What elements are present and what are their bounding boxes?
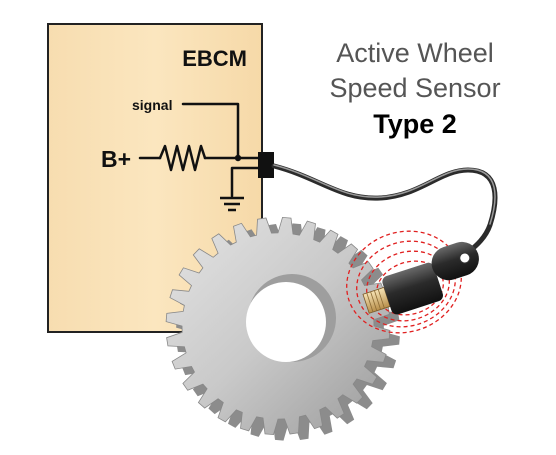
signal-label: signal bbox=[132, 97, 172, 113]
title-line-2: Speed Sensor bbox=[329, 73, 501, 103]
signal-junction-dot bbox=[234, 154, 242, 162]
resistor-symbol bbox=[158, 144, 207, 172]
sensor-mount-hole bbox=[459, 252, 471, 264]
signal-wire bbox=[181, 102, 240, 160]
title-line-3: Type 2 bbox=[373, 109, 457, 139]
gear-center-bore bbox=[246, 282, 326, 362]
wheel-speed-sensor bbox=[362, 241, 479, 315]
sensor-mount-flange bbox=[431, 241, 479, 281]
title-line-1: Active Wheel bbox=[336, 38, 494, 68]
tone-ring-gear bbox=[165, 216, 400, 441]
sensor-cable-highlight bbox=[273, 164, 496, 225]
ebcm-label: EBCM bbox=[182, 46, 247, 71]
sensor-cable bbox=[271, 163, 498, 261]
circuit bbox=[138, 102, 264, 198]
supply-label: B+ bbox=[101, 146, 131, 172]
ground-symbol bbox=[220, 196, 244, 212]
ground-wire bbox=[230, 166, 264, 198]
connector-plug bbox=[258, 152, 274, 178]
sensor-tip-threads bbox=[366, 289, 385, 313]
sensor-body bbox=[382, 262, 443, 315]
